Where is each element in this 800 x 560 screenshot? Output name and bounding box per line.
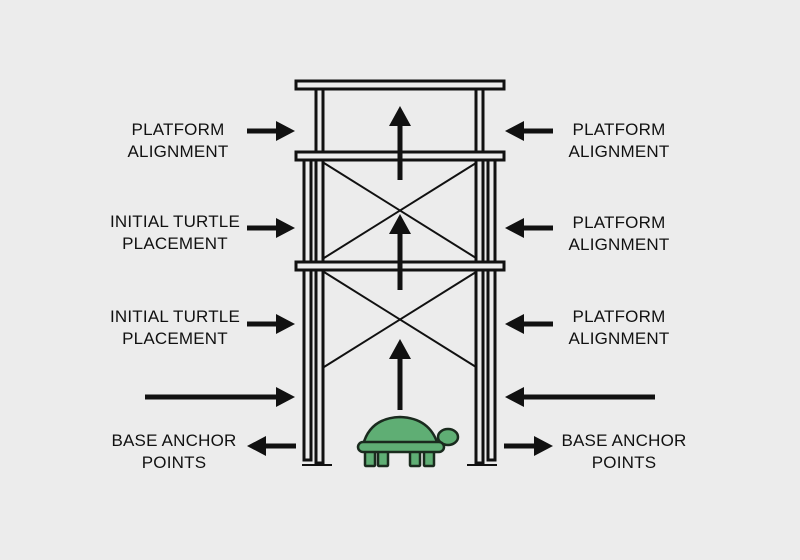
- post-left-outer: [302, 158, 313, 462]
- label-left-base-anchor-points: BASE ANCHOR POINTS: [104, 430, 244, 474]
- label-line: ALIGNMENT: [568, 329, 670, 348]
- right-arrow-icon: [276, 314, 295, 334]
- up-arrow-icon: [389, 106, 411, 126]
- post-right-inner: [474, 87, 485, 465]
- label-line: ALIGNMENT: [568, 142, 670, 161]
- label-line: PLACEMENT: [122, 329, 228, 348]
- brace: [323, 271, 477, 368]
- left-arrow-icon: [247, 436, 266, 456]
- right-arrow-icon: [276, 387, 295, 407]
- left-arrow-icon: [505, 121, 524, 141]
- label-line: BASE ANCHOR: [561, 431, 687, 450]
- label-line: INITIAL TURTLE: [109, 212, 241, 231]
- post-left-inner: [314, 87, 325, 465]
- brace: [323, 162, 477, 259]
- label-line: POINTS: [141, 453, 207, 472]
- post-right-outer: [486, 158, 497, 462]
- label-line: POINTS: [591, 453, 657, 472]
- label-line: INITIAL TURTLE: [109, 307, 241, 326]
- label-line: PLATFORM: [131, 120, 225, 139]
- right-arrow-icon: [276, 218, 295, 238]
- label-line: ALIGNMENT: [568, 235, 670, 254]
- label-left-initial-turtle-placement: INITIAL TURTLE PLACEMENT: [100, 306, 250, 350]
- label-left-platform-alignment: PLATFORM ALIGNMENT: [115, 119, 241, 163]
- label-right-platform-alignment: PLATFORM ALIGNMENT: [556, 119, 682, 163]
- turtle-icon: [356, 415, 460, 468]
- label-line: PLATFORM: [572, 307, 666, 326]
- left-arrow-icon: [505, 314, 524, 334]
- up-arrow-icon: [389, 339, 411, 359]
- label-line: PLATFORM: [572, 120, 666, 139]
- left-arrow-icon: [505, 387, 524, 407]
- label-right-platform-alignment: PLATFORM ALIGNMENT: [556, 306, 682, 350]
- label-line: ALIGNMENT: [127, 142, 229, 161]
- label-line: BASE ANCHOR: [111, 431, 237, 450]
- label-line: PLATFORM: [572, 213, 666, 232]
- up-arrow-icon: [389, 214, 411, 234]
- left-arrow-icon: [505, 218, 524, 238]
- right-arrow-icon: [276, 121, 295, 141]
- label-right-platform-alignment: PLATFORM ALIGNMENT: [556, 212, 682, 256]
- platform-top: [294, 79, 506, 91]
- label-left-initial-turtle-placement: INITIAL TURTLE PLACEMENT: [100, 211, 250, 255]
- label-right-base-anchor-points: BASE ANCHOR POINTS: [554, 430, 694, 474]
- label-line: PLACEMENT: [122, 234, 228, 253]
- right-arrow-icon: [534, 436, 553, 456]
